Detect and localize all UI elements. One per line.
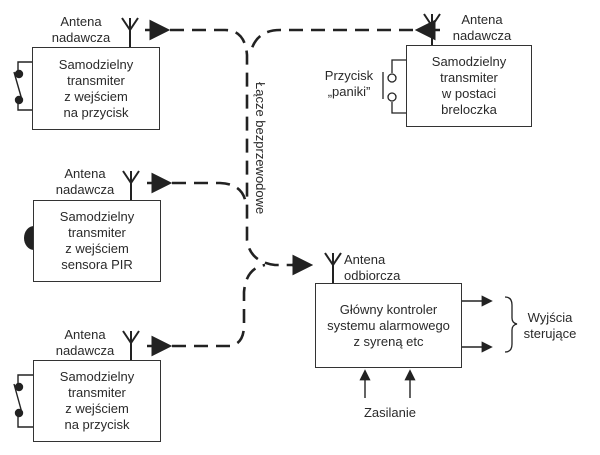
receiver-antenna-label: Antena odbiorcza — [344, 252, 401, 283]
transmitter-text: Samodzielny transmiter w postaci brelocz… — [431, 54, 507, 117]
transmitter-box: Samodzielny transmiter z wejściem na prz… — [33, 360, 161, 442]
transmitter-text: Samodzielny transmiter z wejściem na prz… — [59, 369, 135, 432]
controller-box: Główny kontroler systemu alarmowego z sy… — [315, 283, 462, 368]
controller-text: Główny kontroler systemu alarmowego z sy… — [327, 301, 450, 349]
transmitter-text: Samodzielny transmiter z wejściem sensor… — [59, 209, 135, 272]
pir-sensor-icon — [24, 226, 34, 250]
transmitter-box: Samodzielny transmiter w postaci brelocz… — [406, 45, 532, 127]
wireless-link-label: Łącze bezprzewodowe — [253, 82, 268, 215]
antenna-icon — [121, 17, 139, 47]
antenna-label: Antena nadawcza — [55, 166, 115, 197]
switch-icon — [13, 374, 33, 428]
outputs-label: Wyjścia sterujące — [523, 310, 577, 341]
switch-icon — [13, 61, 32, 111]
transmitter-text: Samodzielny transmiter z wejściem na prz… — [58, 56, 134, 120]
brace-icon — [504, 296, 518, 353]
antenna-label: Antena nadawcza — [452, 12, 512, 43]
panic-button-icon — [382, 59, 406, 114]
antenna-icon — [324, 252, 342, 283]
antenna-icon — [122, 170, 140, 200]
antenna-label: Antena nadawcza — [51, 14, 111, 45]
panic-button-label: Przycisk „paniki” — [324, 68, 374, 99]
transmitter-box: Samodzielny transmiter z wejściem na prz… — [32, 47, 160, 130]
antenna-icon — [122, 330, 140, 360]
power-label: Zasilanie — [363, 405, 417, 420]
antenna-label: Antena nadawcza — [55, 327, 115, 358]
transmitter-box: Samodzielny transmiter z wejściem sensor… — [33, 200, 161, 282]
wireless-link-paths — [170, 28, 413, 348]
